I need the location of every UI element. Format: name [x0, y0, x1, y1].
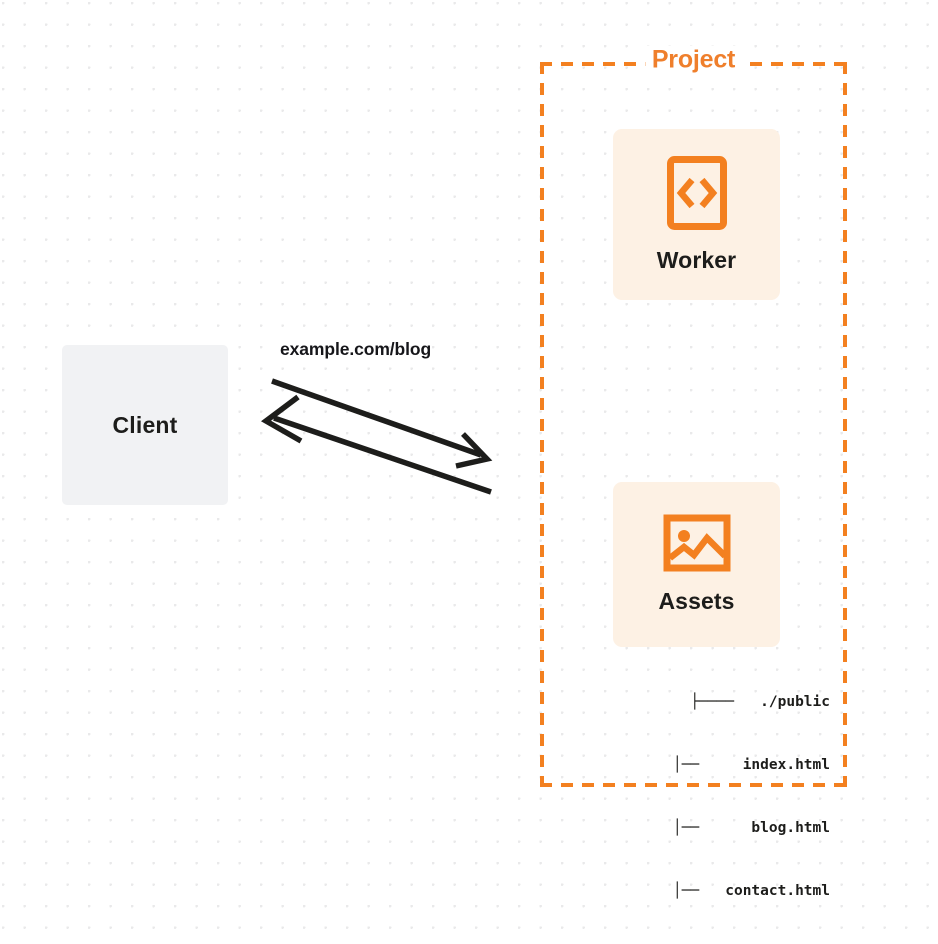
project-border-left — [540, 62, 544, 787]
project-border-bottom — [540, 783, 847, 787]
file-tree-row: │── contact.html — [672, 883, 830, 899]
connection-url-label: example.com/blog — [280, 339, 432, 359]
file-tree-row: │── blog.html — [672, 820, 830, 836]
assets-node[interactable]: Assets — [613, 482, 780, 647]
assets-file-tree: ├──── ./public │── index.html │── blog.h… — [585, 650, 830, 944]
code-brackets-icon — [666, 155, 728, 231]
request-arrow-icon — [271, 378, 493, 469]
worker-node[interactable]: Worker — [613, 129, 780, 300]
response-arrow-icon — [261, 394, 492, 495]
project-container: Project Worker Assets — [540, 45, 847, 899]
diagram-canvas: Client example.com/blog Project — [62, 45, 847, 899]
connection-arrows — [261, 378, 493, 495]
client-node[interactable]: Client — [62, 345, 228, 505]
file-tree-row: ├──── ./public — [690, 694, 830, 710]
project-border-right — [843, 62, 847, 787]
project-title: Project — [644, 45, 743, 75]
assets-node-label: Assets — [658, 588, 735, 614]
image-picture-icon — [663, 514, 731, 572]
file-tree-row: │── index.html — [672, 757, 830, 773]
worker-node-label: Worker — [656, 247, 737, 273]
client-node-label: Client — [112, 411, 178, 438]
